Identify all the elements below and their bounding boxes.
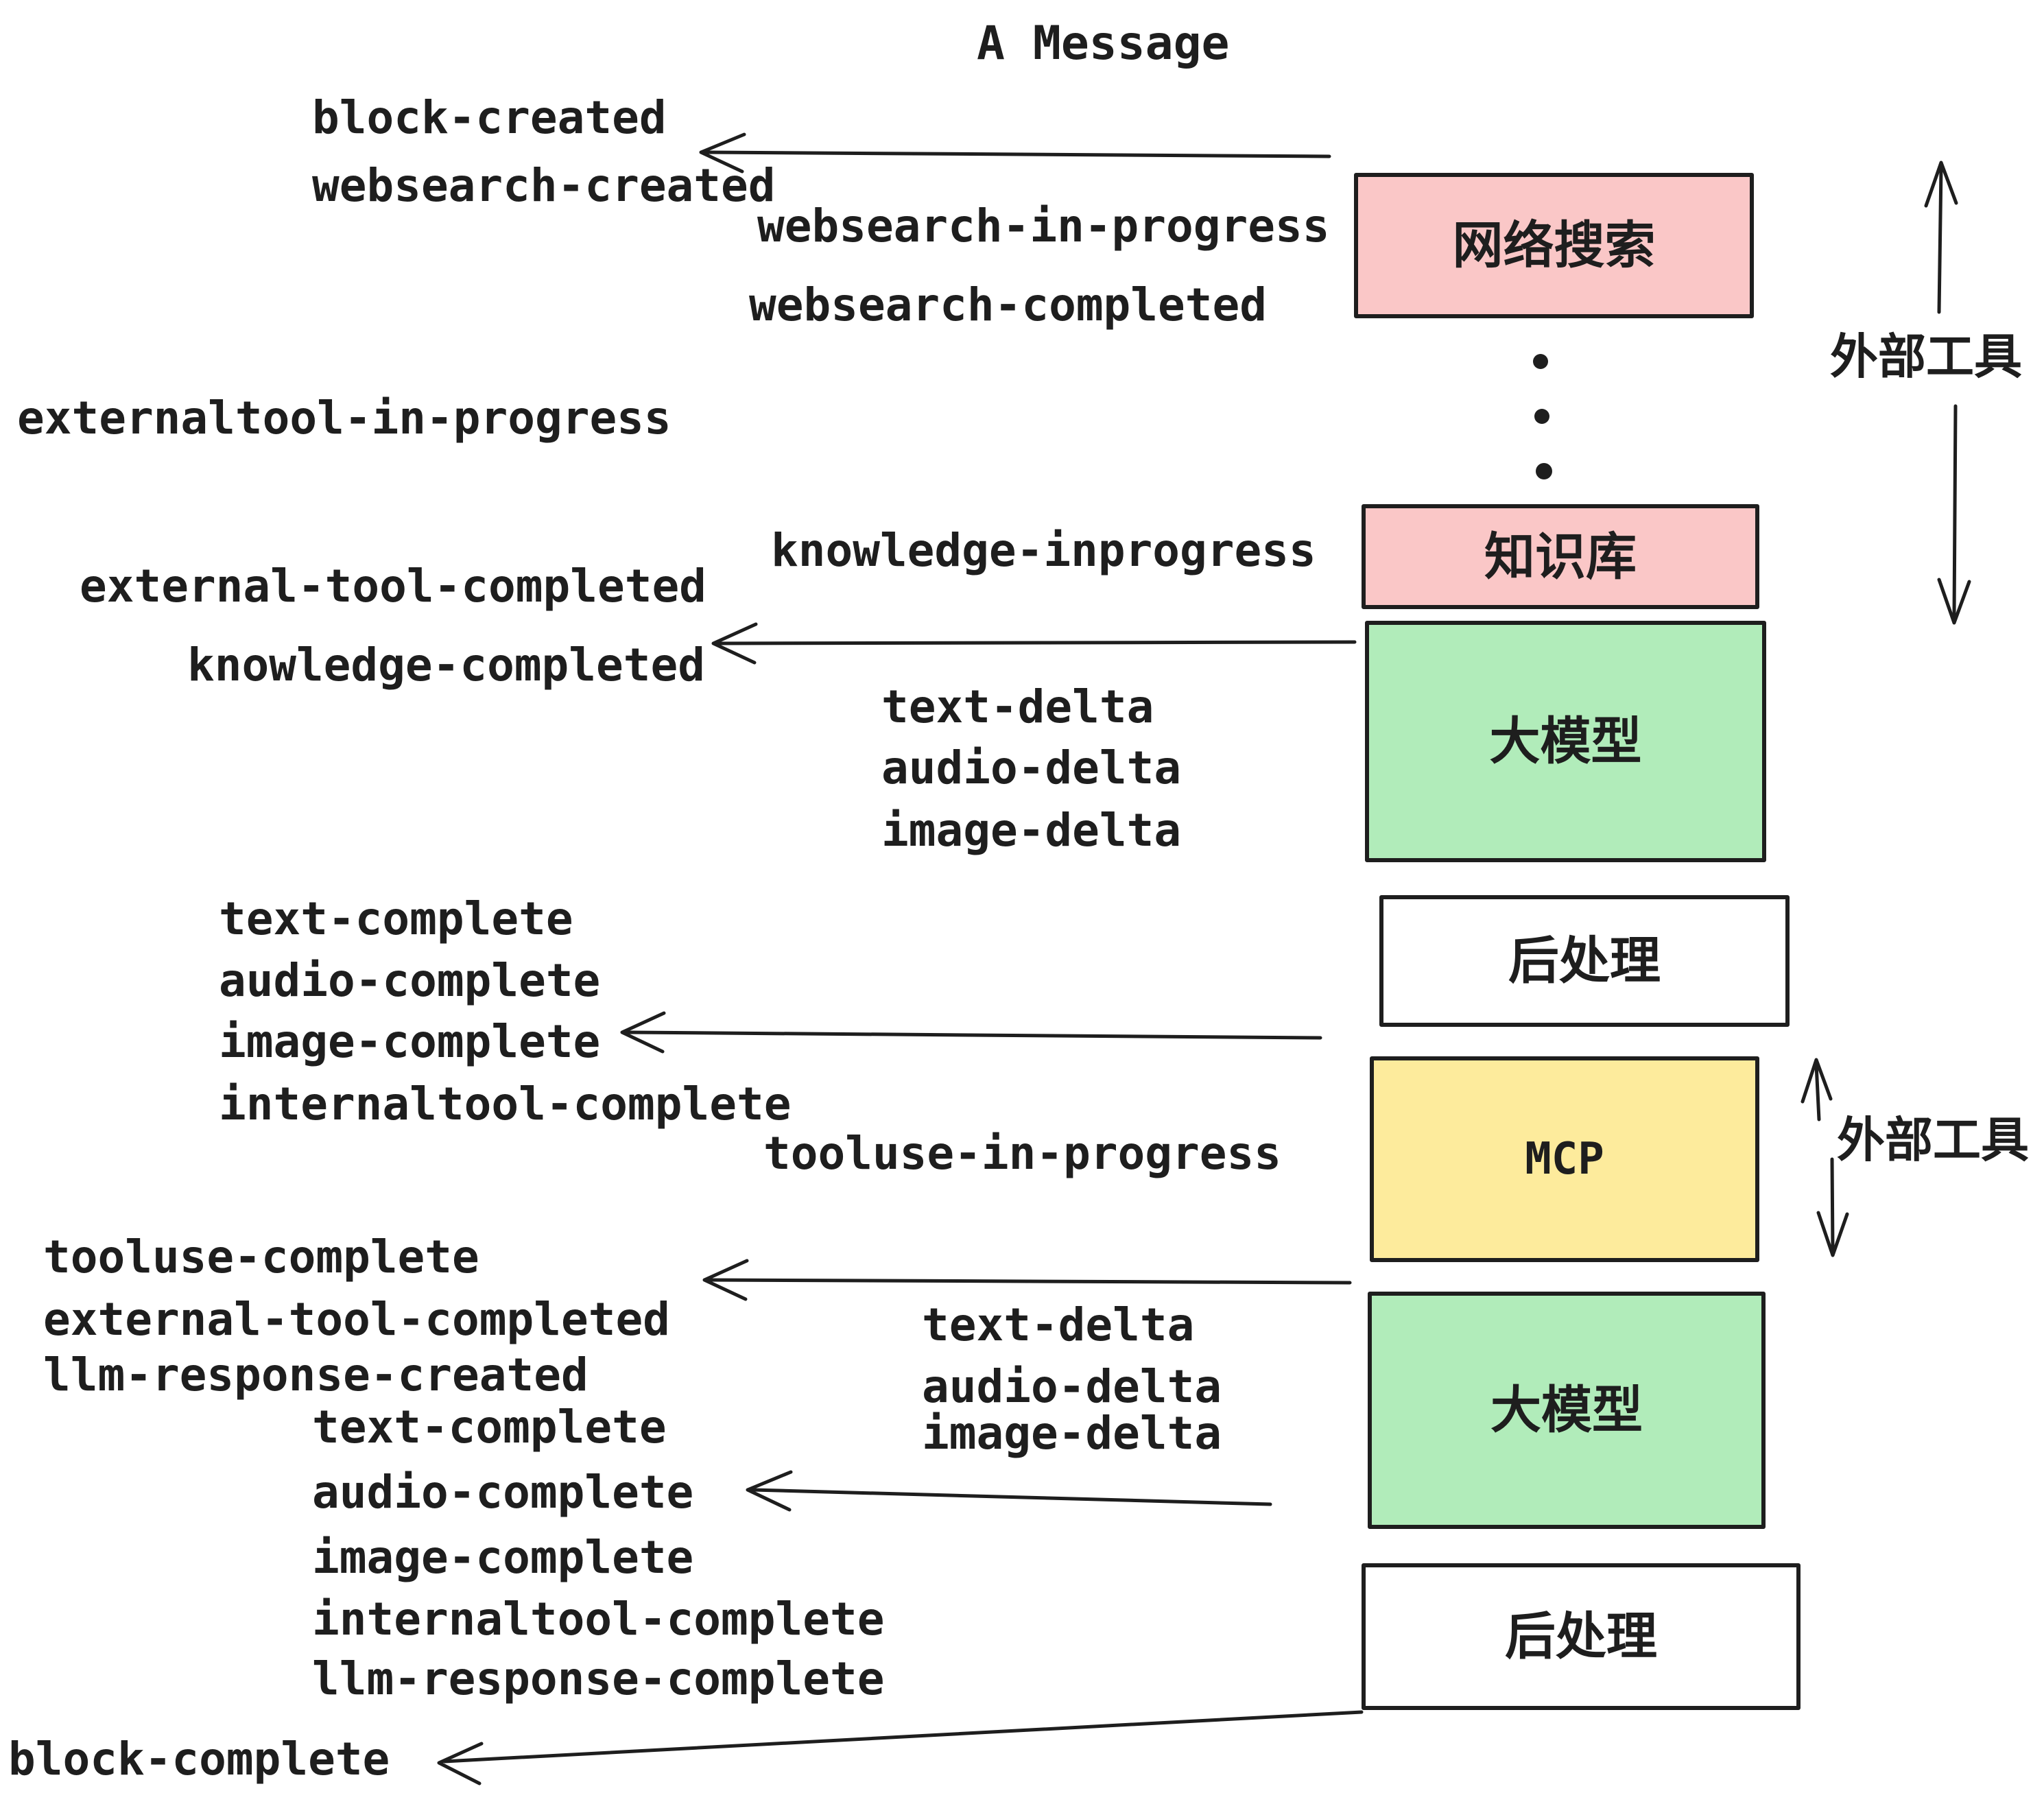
event-label-websearch-completed: websearch-completed bbox=[749, 278, 1267, 331]
event-label-websearch-created: websearch-created bbox=[312, 159, 776, 212]
box-postprocess-1: 后处理 bbox=[1379, 895, 1790, 1027]
event-label-external-tool-completed-2: external-tool-completed bbox=[43, 1293, 670, 1346]
arrow-postprocess-to-image-complete bbox=[620, 1011, 1322, 1054]
event-label-llm-response-created: llm-response-created bbox=[43, 1349, 589, 1401]
event-label-knowledge-inprogress: knowledge-inprogress bbox=[771, 524, 1316, 577]
arrow-external-tools-top-up bbox=[1924, 161, 1958, 314]
event-label-image-delta-2: image-delta bbox=[922, 1407, 1222, 1460]
box-llm-2-label: 大模型 bbox=[1490, 1381, 1643, 1438]
side-label-external-tools-top: 外部工具 bbox=[1830, 330, 2022, 383]
event-label-image-complete: image-complete bbox=[219, 1015, 601, 1068]
arrow-websearch-to-block-created bbox=[699, 132, 1331, 174]
side-label-external-tools-bottom: 外部工具 bbox=[1837, 1113, 2029, 1167]
event-label-external-tool-completed: external-tool-completed bbox=[80, 560, 706, 613]
ellipsis-dots bbox=[1533, 354, 1552, 479]
box-mcp: MCP bbox=[1370, 1056, 1759, 1262]
box-postprocess-2-label: 后处理 bbox=[1505, 1608, 1657, 1665]
event-label-audio-complete: audio-complete bbox=[219, 954, 601, 1007]
box-knowledge: 知识库 bbox=[1362, 504, 1759, 609]
box-mcp-label: MCP bbox=[1525, 1134, 1604, 1185]
arrow-external-tools-top-down bbox=[1937, 404, 1971, 625]
box-postprocess-1-label: 后处理 bbox=[1508, 932, 1661, 989]
event-label-text-delta: text-delta bbox=[881, 680, 1154, 733]
event-label-tooluse-complete: tooluse-complete bbox=[43, 1231, 479, 1283]
event-label-internaltool-complete-2: internaltool-complete bbox=[312, 1593, 885, 1646]
event-label-audio-complete-2: audio-complete bbox=[312, 1466, 694, 1519]
event-label-image-complete-2: image-complete bbox=[312, 1531, 694, 1584]
arrow-mcp-to-tooluse-complete bbox=[702, 1259, 1352, 1301]
box-knowledge-label: 知识库 bbox=[1484, 527, 1637, 585]
box-llm-1: 大模型 bbox=[1365, 621, 1766, 862]
arrow-knowledge-to-knowledge-completed bbox=[711, 622, 1357, 665]
event-label-image-delta: image-delta bbox=[881, 804, 1182, 857]
event-label-internaltool-complete: internaltool-complete bbox=[219, 1078, 792, 1130]
box-llm-2: 大模型 bbox=[1368, 1292, 1766, 1529]
event-label-audio-delta: audio-delta bbox=[881, 741, 1182, 794]
arrow-external-tools-bottom-up bbox=[1801, 1058, 1833, 1121]
box-postprocess-2: 后处理 bbox=[1362, 1563, 1801, 1710]
box-websearch-label: 网络搜索 bbox=[1452, 217, 1656, 274]
box-websearch: 网络搜索 bbox=[1354, 173, 1754, 318]
arrow-postprocess2-to-block-complete bbox=[437, 1710, 1364, 1785]
event-label-block-created: block-created bbox=[312, 91, 667, 144]
event-label-text-complete-2: text-complete bbox=[312, 1401, 667, 1453]
event-label-audio-delta-2: audio-delta bbox=[922, 1360, 1222, 1413]
arrow-external-tools-bottom-down bbox=[1816, 1157, 1849, 1257]
event-label-externaltool-in-progress: externaltool-in-progress bbox=[17, 392, 672, 444]
event-label-knowledge-completed: knowledge-completed bbox=[187, 639, 705, 691]
arrow-llm2-to-audio-complete bbox=[746, 1470, 1272, 1512]
event-label-tooluse-in-progress: tooluse-in-progress bbox=[763, 1127, 1281, 1180]
diagram-title: A Message bbox=[977, 16, 1230, 71]
event-label-block-complete: block-complete bbox=[8, 1733, 390, 1785]
event-label-llm-response-complete: llm-response-complete bbox=[312, 1652, 885, 1705]
box-llm-1-label: 大模型 bbox=[1489, 713, 1642, 770]
event-label-websearch-in-progress: websearch-in-progress bbox=[757, 200, 1330, 252]
event-label-text-delta-2: text-delta bbox=[922, 1298, 1195, 1351]
event-label-text-complete: text-complete bbox=[219, 892, 573, 945]
